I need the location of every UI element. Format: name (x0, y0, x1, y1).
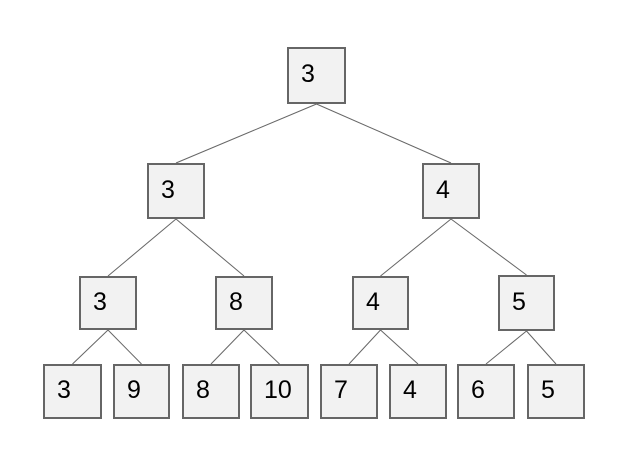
tree-node-label: 7 (334, 376, 348, 404)
tree-edge-n1-n11 (450, 218, 527, 276)
tree-node-label: 3 (161, 175, 175, 204)
tree-node-label: 6 (471, 376, 485, 404)
tree-node-label: 5 (541, 376, 555, 404)
tree-edge-n01-leaf2 (210, 329, 245, 365)
tree-node-leaf6: 6 (457, 364, 515, 419)
tree-node-label: 8 (196, 376, 210, 404)
tree-node-label: 5 (512, 287, 526, 316)
tree-edge-n0-n01 (175, 218, 245, 277)
tree-node-label: 4 (436, 175, 450, 204)
tree-node-leaf7: 5 (527, 364, 585, 419)
tree-node-n00: 3 (79, 276, 137, 330)
tree-node-label: 3 (57, 376, 71, 404)
tree-node-n01: 8 (215, 276, 273, 330)
tree-edge-n10-leaf4 (348, 329, 381, 365)
tree-node-leaf5: 4 (389, 364, 447, 419)
tree-edge-n0-n00 (107, 218, 177, 277)
tree-node-leaf4: 7 (320, 364, 378, 419)
tree-node-label: 8 (229, 287, 243, 316)
tree-edge-root-n1 (316, 103, 452, 164)
tree-node-n0: 3 (147, 163, 205, 219)
tree-edge-n11-leaf7 (526, 330, 557, 365)
tree-node-leaf2: 8 (182, 364, 240, 419)
tree-edge-n11-leaf6 (485, 330, 527, 365)
tree-node-n10: 4 (352, 276, 409, 330)
tree-node-n11: 5 (498, 275, 555, 331)
tree-node-root: 3 (287, 47, 346, 104)
tree-node-n1: 4 (422, 163, 480, 219)
tree-node-label: 3 (301, 60, 315, 88)
tree-edge-n00-leaf1 (107, 329, 142, 365)
tree-node-label: 3 (93, 287, 107, 316)
tree-node-leaf1: 9 (113, 364, 170, 419)
tree-edge-n1-n10 (380, 218, 452, 277)
tree-node-label: 4 (366, 287, 380, 316)
tree-node-label: 9 (127, 376, 141, 404)
tree-node-leaf0: 3 (43, 364, 102, 419)
tree-node-label: 4 (403, 376, 417, 404)
tree-edge-root-n0 (175, 103, 317, 164)
tree-edge-n01-leaf3 (243, 329, 280, 365)
tree-edge-n00-leaf0 (72, 329, 109, 365)
tree-edge-n10-leaf5 (380, 329, 419, 365)
tree-node-label: 10 (264, 376, 292, 404)
tree-node-leaf3: 10 (250, 364, 309, 419)
